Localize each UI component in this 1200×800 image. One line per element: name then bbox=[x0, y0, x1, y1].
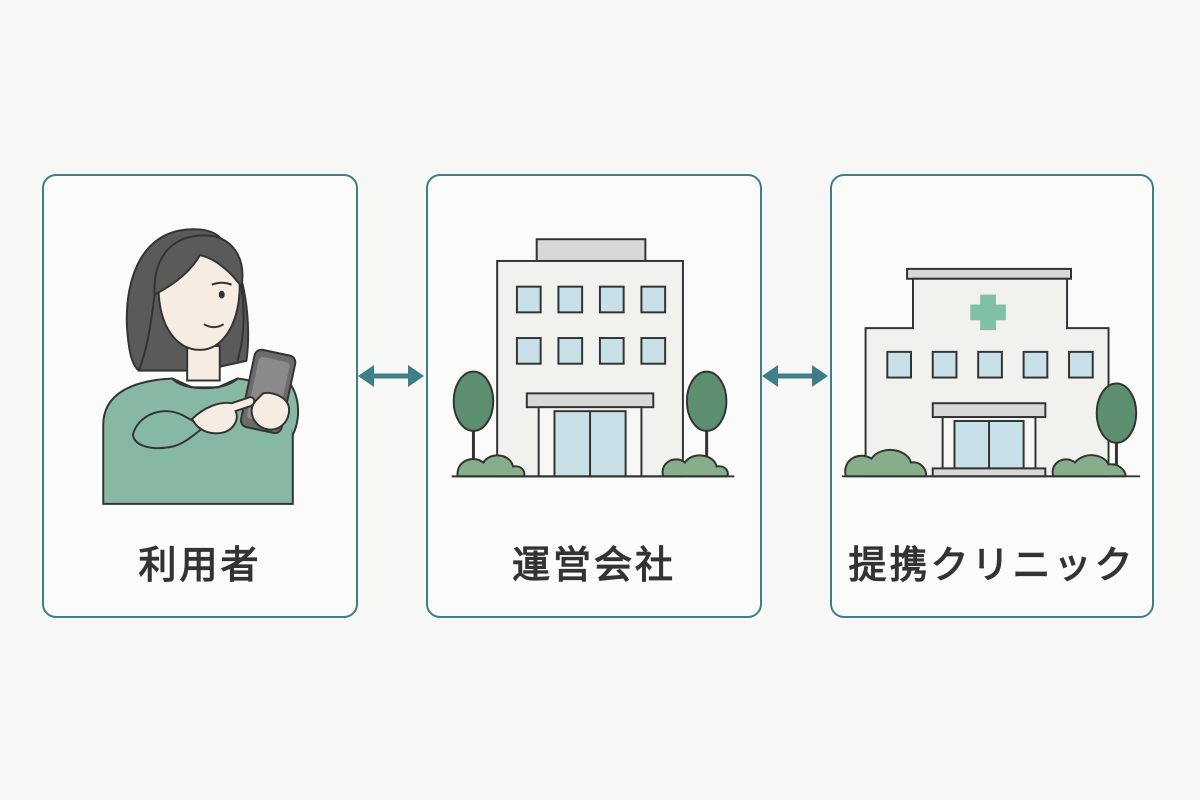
node-clinic-card: 提携クリニック bbox=[830, 174, 1154, 618]
node-user-card: 利用者 bbox=[42, 174, 358, 618]
node-label: 運営会社 bbox=[511, 543, 676, 587]
bidirectional-arrow-icon bbox=[762, 365, 828, 387]
bidirectional-arrow-icon bbox=[358, 365, 424, 387]
node-label: 提携クリニック bbox=[848, 543, 1136, 587]
clinic-building-icon bbox=[841, 267, 1141, 478]
node-company-card: 運営会社 bbox=[426, 174, 762, 618]
node-label: 利用者 bbox=[138, 543, 262, 587]
office-building-icon bbox=[451, 238, 735, 478]
woman-with-smartphone-icon bbox=[102, 228, 300, 505]
